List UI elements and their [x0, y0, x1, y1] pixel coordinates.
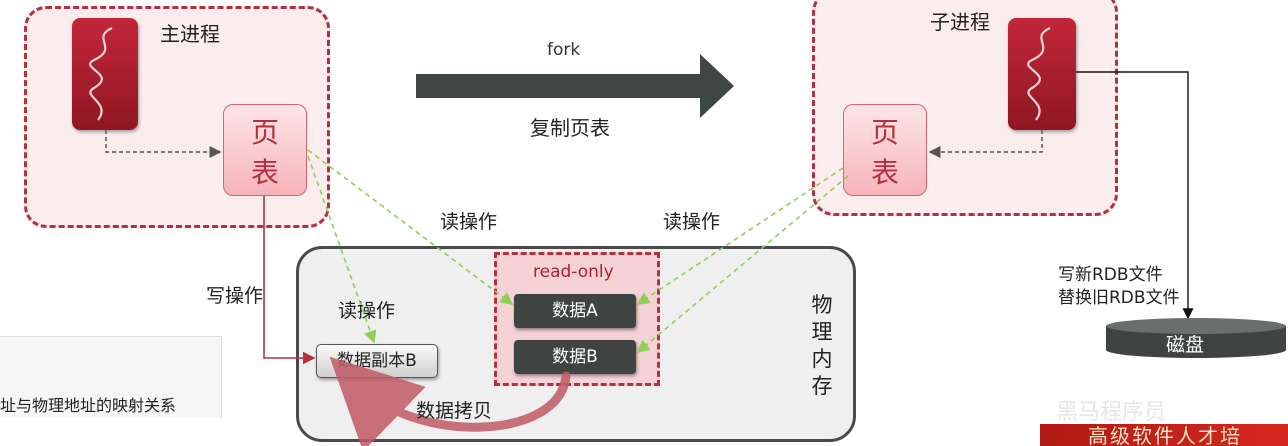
- memory-title-char-1: 物: [811, 293, 833, 317]
- child-read-to-data-a-arrow: [636, 167, 844, 305]
- disk-icon: [1106, 318, 1286, 358]
- data-b-block: 数据B: [514, 340, 636, 374]
- side-note-text: 址与物理地址的映射关系: [0, 396, 177, 415]
- child-page-table-label-2: 表: [870, 156, 899, 189]
- memory-title-char-2: 理: [811, 320, 833, 344]
- child-to-disk-arrow: [1076, 71, 1194, 320]
- main-read-to-copy-arrow: [307, 155, 377, 344]
- side-note-box: [0, 336, 222, 418]
- main-process-title: 主进程: [160, 22, 220, 46]
- read-op-right-label: 读操作: [663, 211, 721, 233]
- physical-memory-title: 物 理 内 存: [810, 292, 834, 400]
- main-page-table-label-2: 表: [250, 156, 279, 189]
- disk-label: 磁盘: [1166, 334, 1205, 356]
- main-page-table: 页 表: [223, 104, 307, 196]
- child-thread-icon: [1008, 18, 1076, 130]
- child-process-title: 子进程: [930, 10, 990, 34]
- child-thread-to-pagetable-arrow: [928, 130, 1043, 158]
- main-thread-to-pagetable-arrow: [105, 130, 222, 158]
- fork-arrow: [416, 54, 734, 118]
- write-op-label: 写操作: [206, 285, 264, 307]
- fork-label: fork: [547, 40, 581, 60]
- data-copy-curve-arrow: [329, 356, 571, 446]
- fork-sublabel: 复制页表: [530, 116, 610, 140]
- read-op-inner-label: 读操作: [338, 300, 396, 322]
- disk-note-line-1: 写新RDB文件: [1058, 265, 1163, 285]
- child-page-table-label-1: 页: [870, 116, 899, 149]
- bottom-banner: 高级软件人才培: [1040, 424, 1288, 446]
- memory-title-char-4: 存: [811, 374, 833, 398]
- disk-note-line-2: 替换旧RDB文件: [1058, 288, 1180, 308]
- copy-op-label: 数据拷贝: [416, 400, 493, 422]
- banner-text: 高级软件人才培: [1088, 424, 1242, 446]
- main-read-to-data-a-arrow: [307, 149, 514, 305]
- child-read-to-data-b-arrow: [636, 175, 849, 354]
- readonly-label: read-only: [533, 262, 614, 282]
- watermark-text: 黑马程序员: [1056, 400, 1167, 425]
- child-page-table: 页 表: [843, 104, 927, 196]
- write-arrow: [263, 196, 316, 365]
- main-thread-icon: [72, 18, 138, 130]
- read-op-left-label: 读操作: [440, 211, 498, 233]
- data-a-block: 数据A: [514, 294, 636, 328]
- main-page-table-label-1: 页: [250, 116, 279, 149]
- memory-title-char-3: 内: [811, 347, 833, 371]
